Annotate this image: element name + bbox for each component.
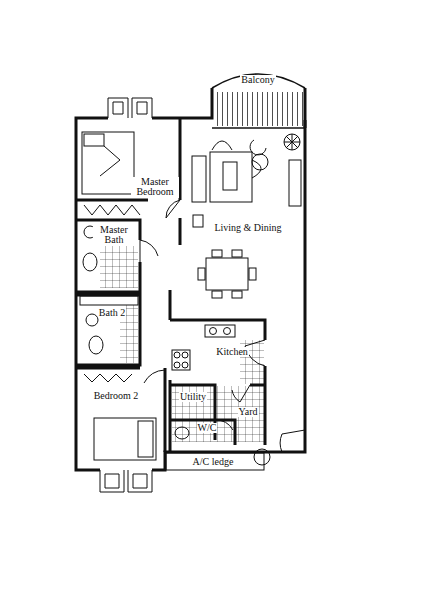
room-area: W/C (171, 421, 235, 445)
room-area: Bedroom 2 (78, 369, 165, 465)
room-name: Master Bath (93, 225, 135, 246)
room-name: Kitchen (215, 347, 249, 358)
room-name: Living & Dining (213, 223, 282, 234)
room-area: Master Bath (78, 221, 140, 291)
room-name: Yard (238, 407, 259, 418)
room-area: Bath 2 (78, 296, 140, 365)
room-name: Master Bedroom (131, 177, 179, 198)
room-name: A/C ledge (192, 457, 235, 468)
room-name: Bath 2 (98, 308, 126, 319)
furniture (80, 132, 301, 470)
room-area: Kitchen (171, 321, 265, 385)
balcony (212, 74, 305, 128)
room-name: Utility (179, 392, 207, 403)
tile-floors (100, 246, 264, 442)
room-area: Balcony (212, 72, 305, 128)
door-swings (140, 200, 305, 452)
walls (76, 88, 305, 470)
room-area: Yard (216, 386, 265, 442)
room-area: Living & Dining (181, 120, 305, 320)
room-name: Balcony (240, 75, 275, 86)
room-area: A/C ledge (166, 453, 264, 470)
room-area: Utility (171, 386, 215, 420)
french-doors (100, 98, 152, 492)
room-area: Master Bedroom (78, 120, 180, 200)
room-name: Bedroom 2 (93, 391, 140, 402)
room-name: W/C (197, 423, 218, 434)
